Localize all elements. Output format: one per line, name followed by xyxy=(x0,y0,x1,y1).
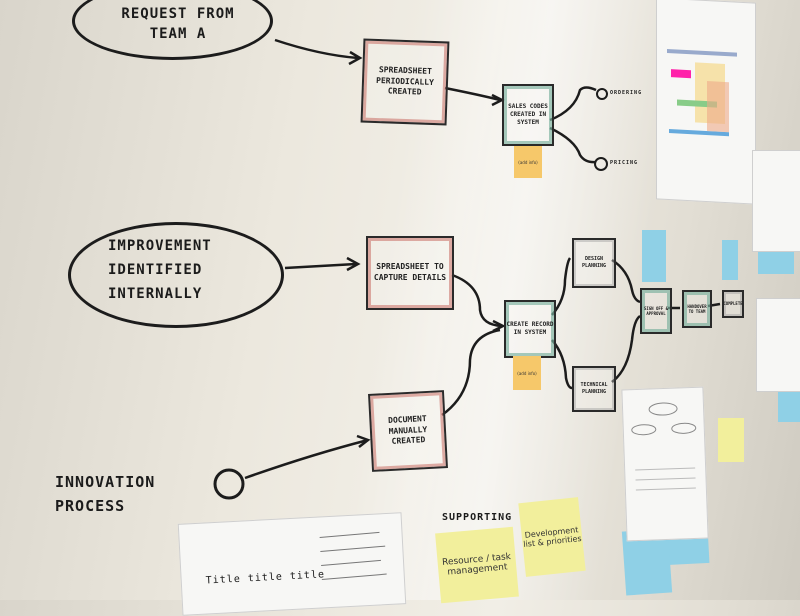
development-note: Development list & priorities xyxy=(518,497,586,577)
improvement-label: Improvement Identified Internally xyxy=(108,238,212,302)
pricing-label: Pricing xyxy=(610,160,639,166)
spreadsheet-capture-box: Spreadsheet to capture details xyxy=(366,236,454,310)
handwritten-sheet-bottom: Title title title xyxy=(177,512,407,616)
innovation-label: Innovation Process xyxy=(55,473,156,515)
technical-planning-box: Technical planning xyxy=(572,366,616,412)
document-manual-box: Document Manually Created xyxy=(368,390,448,472)
sales-codes-box: Sales codes created in system xyxy=(502,84,554,146)
sticky-note-blue-2 xyxy=(722,240,738,280)
sticky-note-yellow-1 xyxy=(718,418,744,462)
printed-chart-thumbnail xyxy=(667,48,737,137)
improvement-oval xyxy=(68,222,284,328)
handover-box: Handover to team xyxy=(682,290,712,328)
spreadsheet-periodic-box: Spreadsheet Periodically Created xyxy=(360,38,450,126)
arrow-team-a-to-spreadsheet xyxy=(274,38,359,60)
create-record-box: Create record in system xyxy=(504,300,556,358)
paper-sheet-right xyxy=(752,150,800,252)
sign-off-box: Sign off & approval xyxy=(640,288,672,334)
supporting-label: Supporting xyxy=(442,512,513,523)
arrow-record-to-design xyxy=(551,257,572,316)
arrow-improvement-to-spreadsheet xyxy=(284,262,357,270)
arrow-capture-to-record xyxy=(451,273,503,328)
arrow-design-to-signoff xyxy=(611,258,641,304)
paper-sheet-right-2 xyxy=(756,298,800,392)
arrow-spreadsheet-to-sales xyxy=(444,86,501,102)
resource-note: Resource / task management xyxy=(435,526,519,604)
arrow-record-to-technical xyxy=(551,339,573,390)
sticky-note-orange-2: (add info) xyxy=(513,356,541,390)
printed-chart-sheet xyxy=(656,0,756,205)
sticky-note-blue-1 xyxy=(642,230,666,282)
complete-box: Complete xyxy=(722,290,744,318)
arrow-sales-ordering xyxy=(549,86,597,122)
ordering-label: Ordering xyxy=(610,90,643,96)
arrow-document-to-record xyxy=(441,328,501,417)
arrow-innovation-to-document xyxy=(244,438,369,480)
mindmap-sheet xyxy=(621,386,709,542)
design-planning-box: Design planning xyxy=(572,238,616,288)
sticky-note-orange-1: (add info) xyxy=(514,146,542,178)
innovation-start-circle xyxy=(213,468,245,500)
arrow-technical-to-signoff xyxy=(611,314,641,383)
request-team-a-label: Request from Team A xyxy=(121,6,235,42)
ordering-endpoint xyxy=(596,88,608,100)
pricing-endpoint xyxy=(594,157,608,171)
flow-arrows xyxy=(213,38,721,537)
mindmap-thumbnail xyxy=(631,402,697,491)
arrow-sales-pricing xyxy=(549,126,597,164)
handwritten-lines xyxy=(319,531,387,580)
